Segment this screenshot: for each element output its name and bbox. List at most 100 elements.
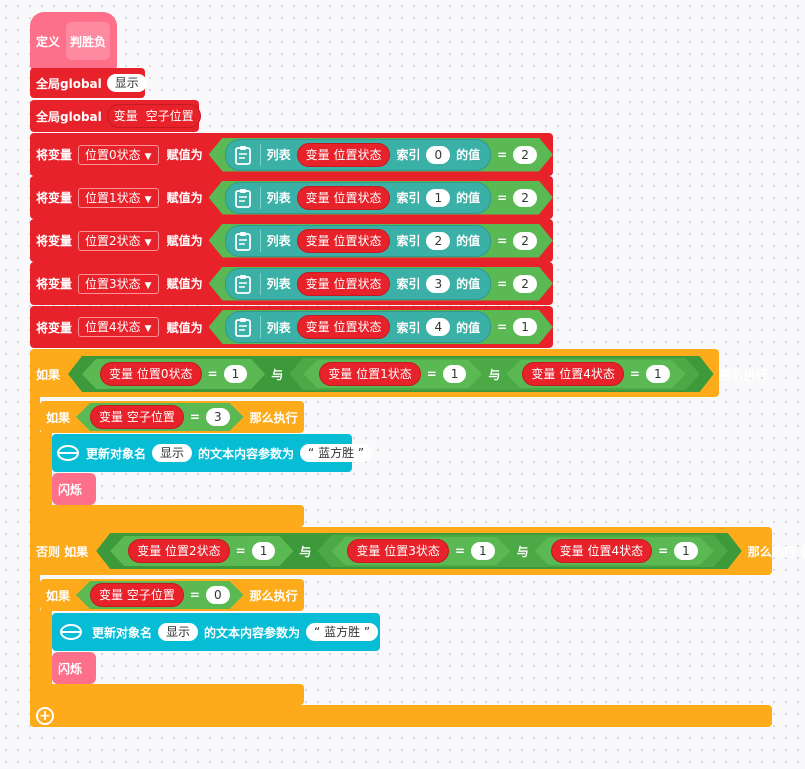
index-value[interactable]: 4 xyxy=(426,318,450,336)
chevron-down-icon: ▼ xyxy=(144,280,152,291)
compare-condition-2[interactable]: 变量 位置1状态 = 1 xyxy=(303,360,482,388)
variable-dropdown[interactable]: 位置1状态▼ xyxy=(78,187,159,208)
inner-compare-condition-1[interactable]: 变量 空子位置 = 3 xyxy=(76,403,244,431)
list-var-pill[interactable]: 变量 位置状态 xyxy=(297,143,391,167)
index-value[interactable]: 3 xyxy=(426,275,450,293)
function-name[interactable]: 判胜负 xyxy=(66,22,111,60)
add-branch-icon[interactable]: + xyxy=(36,707,54,725)
list-var-pill[interactable]: 变量 位置状态 xyxy=(297,229,391,253)
global-variable-block-1[interactable]: 全局global 显示 xyxy=(30,68,147,98)
compare-value[interactable]: 2 xyxy=(513,275,537,293)
compare-value[interactable]: 2 xyxy=(513,189,537,207)
compare-value[interactable]: 2 xyxy=(513,232,537,250)
variable-dropdown[interactable]: 位置2状态▼ xyxy=(78,230,159,251)
list-var-pill[interactable]: 变量 位置状态 xyxy=(297,272,391,296)
compare-value[interactable]: 1 xyxy=(252,542,276,560)
compare-value[interactable]: 1 xyxy=(224,365,248,383)
and-outer-condition[interactable]: 变量 位置0状态 = 1 与 变量 位置1状态 = 1 与 变量 位置4状态 =… xyxy=(68,356,714,392)
compare-value[interactable]: 0 xyxy=(206,586,230,604)
compare-condition-3[interactable]: 变量 位置4状态 = 1 xyxy=(506,360,685,388)
index-value[interactable]: 0 xyxy=(426,146,450,164)
equals-sign: = xyxy=(189,410,200,424)
assign-label: 赋值为 xyxy=(166,148,203,162)
var-pill[interactable]: 变量 空子位置 xyxy=(90,583,184,607)
list-icon xyxy=(232,144,254,166)
inner-if-2-spine xyxy=(40,610,52,705)
and-inner-condition[interactable]: 变量 位置3状态 = 1 与 变量 位置4状态 = 1 xyxy=(317,535,727,567)
inner-if-1-bottom xyxy=(40,505,304,527)
flash-block-2[interactable]: 闪烁 xyxy=(52,652,96,684)
compare-value[interactable]: 1 xyxy=(471,542,495,560)
inner-compare-condition-2[interactable]: 变量 空子位置 = 0 xyxy=(76,581,244,609)
object-name-pill[interactable]: 显示 xyxy=(158,623,199,641)
compare-value[interactable]: 1 xyxy=(674,542,698,560)
index-value[interactable]: 2 xyxy=(426,232,450,250)
var-pill[interactable]: 变量 位置3状态 xyxy=(347,539,448,563)
global-var-pill[interactable]: 变量 空子位置 xyxy=(106,104,201,128)
compare-condition-1[interactable]: 变量 位置0状态 = 1 xyxy=(82,359,265,389)
list-var-pill[interactable]: 变量 位置状态 xyxy=(297,186,391,210)
list-var-pill[interactable]: 变量 位置状态 xyxy=(297,315,391,339)
update-label: 更新对象名 xyxy=(92,625,153,640)
var-pill[interactable]: 变量 位置2状态 xyxy=(128,539,229,563)
and-inner-condition[interactable]: 变量 位置1状态 = 1 与 变量 位置4状态 = 1 xyxy=(289,358,699,390)
inner-if-row-2: 如果 变量 空子位置 = 0 那么执行 xyxy=(40,579,298,611)
variable-dropdown[interactable]: 位置3状态▼ xyxy=(78,273,159,294)
compare-condition-1[interactable]: 变量 位置2状态 = 1 xyxy=(110,536,293,566)
text-value-pill[interactable]: “ 蓝方胜 ” xyxy=(306,623,379,641)
var-pill[interactable]: 变量 位置4状态 xyxy=(522,362,623,386)
update-text-block-1[interactable]: 更新对象名 显示 的文本内容参数为 “ 蓝方胜 ” xyxy=(52,434,373,472)
var-name: 位置1状态 xyxy=(356,367,412,381)
index-label: 索引 xyxy=(396,148,421,162)
elseif-condition-row: 否则 如果 变量 位置2状态 = 1 与 变量 位置3状态 = 1 与 变量 位… xyxy=(30,533,805,569)
update-text-block-2[interactable]: 更新对象名 显示 的文本内容参数为 “ 蓝方胜 ” xyxy=(52,613,380,651)
var-name: 位置3状态 xyxy=(384,544,440,558)
chevron-down-icon: ▼ xyxy=(144,237,152,248)
compare-condition-3[interactable]: 变量 位置4状态 = 1 xyxy=(535,537,714,565)
compare-value[interactable]: 1 xyxy=(646,365,670,383)
var-pill[interactable]: 变量 位置0状态 xyxy=(100,362,201,386)
list-label: 列表 xyxy=(266,191,291,205)
chevron-down-icon: ▼ xyxy=(144,194,152,205)
var-name: 空子位置 xyxy=(126,410,175,424)
and-outer-condition[interactable]: 变量 位置2状态 = 1 与 变量 位置3状态 = 1 与 变量 位置4状态 =… xyxy=(96,533,742,569)
assign-label: 赋值为 xyxy=(166,277,203,291)
define-hat-block[interactable]: 定义 判胜负 xyxy=(30,12,117,70)
compare-value[interactable]: 3 xyxy=(206,408,230,426)
var-prefix: 变量 xyxy=(137,544,162,558)
list-icon xyxy=(232,316,254,338)
equals-sign: = xyxy=(189,588,200,602)
index-value[interactable]: 1 xyxy=(426,189,450,207)
object-name-pill[interactable]: 显示 xyxy=(152,444,193,462)
variable-dropdown[interactable]: 位置4状态▼ xyxy=(78,317,159,337)
compare-value[interactable]: 1 xyxy=(443,365,467,383)
var-pill[interactable]: 变量 空子位置 xyxy=(90,405,184,429)
flash-block-1[interactable]: 闪烁 xyxy=(52,473,96,505)
var-pill[interactable]: 变量 位置4状态 xyxy=(551,539,652,563)
compare-condition-2[interactable]: 变量 位置3状态 = 1 xyxy=(331,537,510,565)
compare-value[interactable]: 2 xyxy=(513,146,537,164)
var-pill[interactable]: 变量 位置1状态 xyxy=(319,362,420,386)
compare-value[interactable]: 1 xyxy=(513,318,537,336)
variable-dropdown[interactable]: 位置0状态▼ xyxy=(78,144,159,165)
define-keyword: 定义 xyxy=(36,34,61,49)
text-value-pill[interactable]: “ 蓝方胜 ” xyxy=(300,444,373,462)
global-variable-block-2[interactable]: 全局global 变量 空子位置 xyxy=(30,100,201,132)
global-value-pill[interactable]: 显示 xyxy=(106,74,147,92)
index-label: 索引 xyxy=(396,234,421,248)
